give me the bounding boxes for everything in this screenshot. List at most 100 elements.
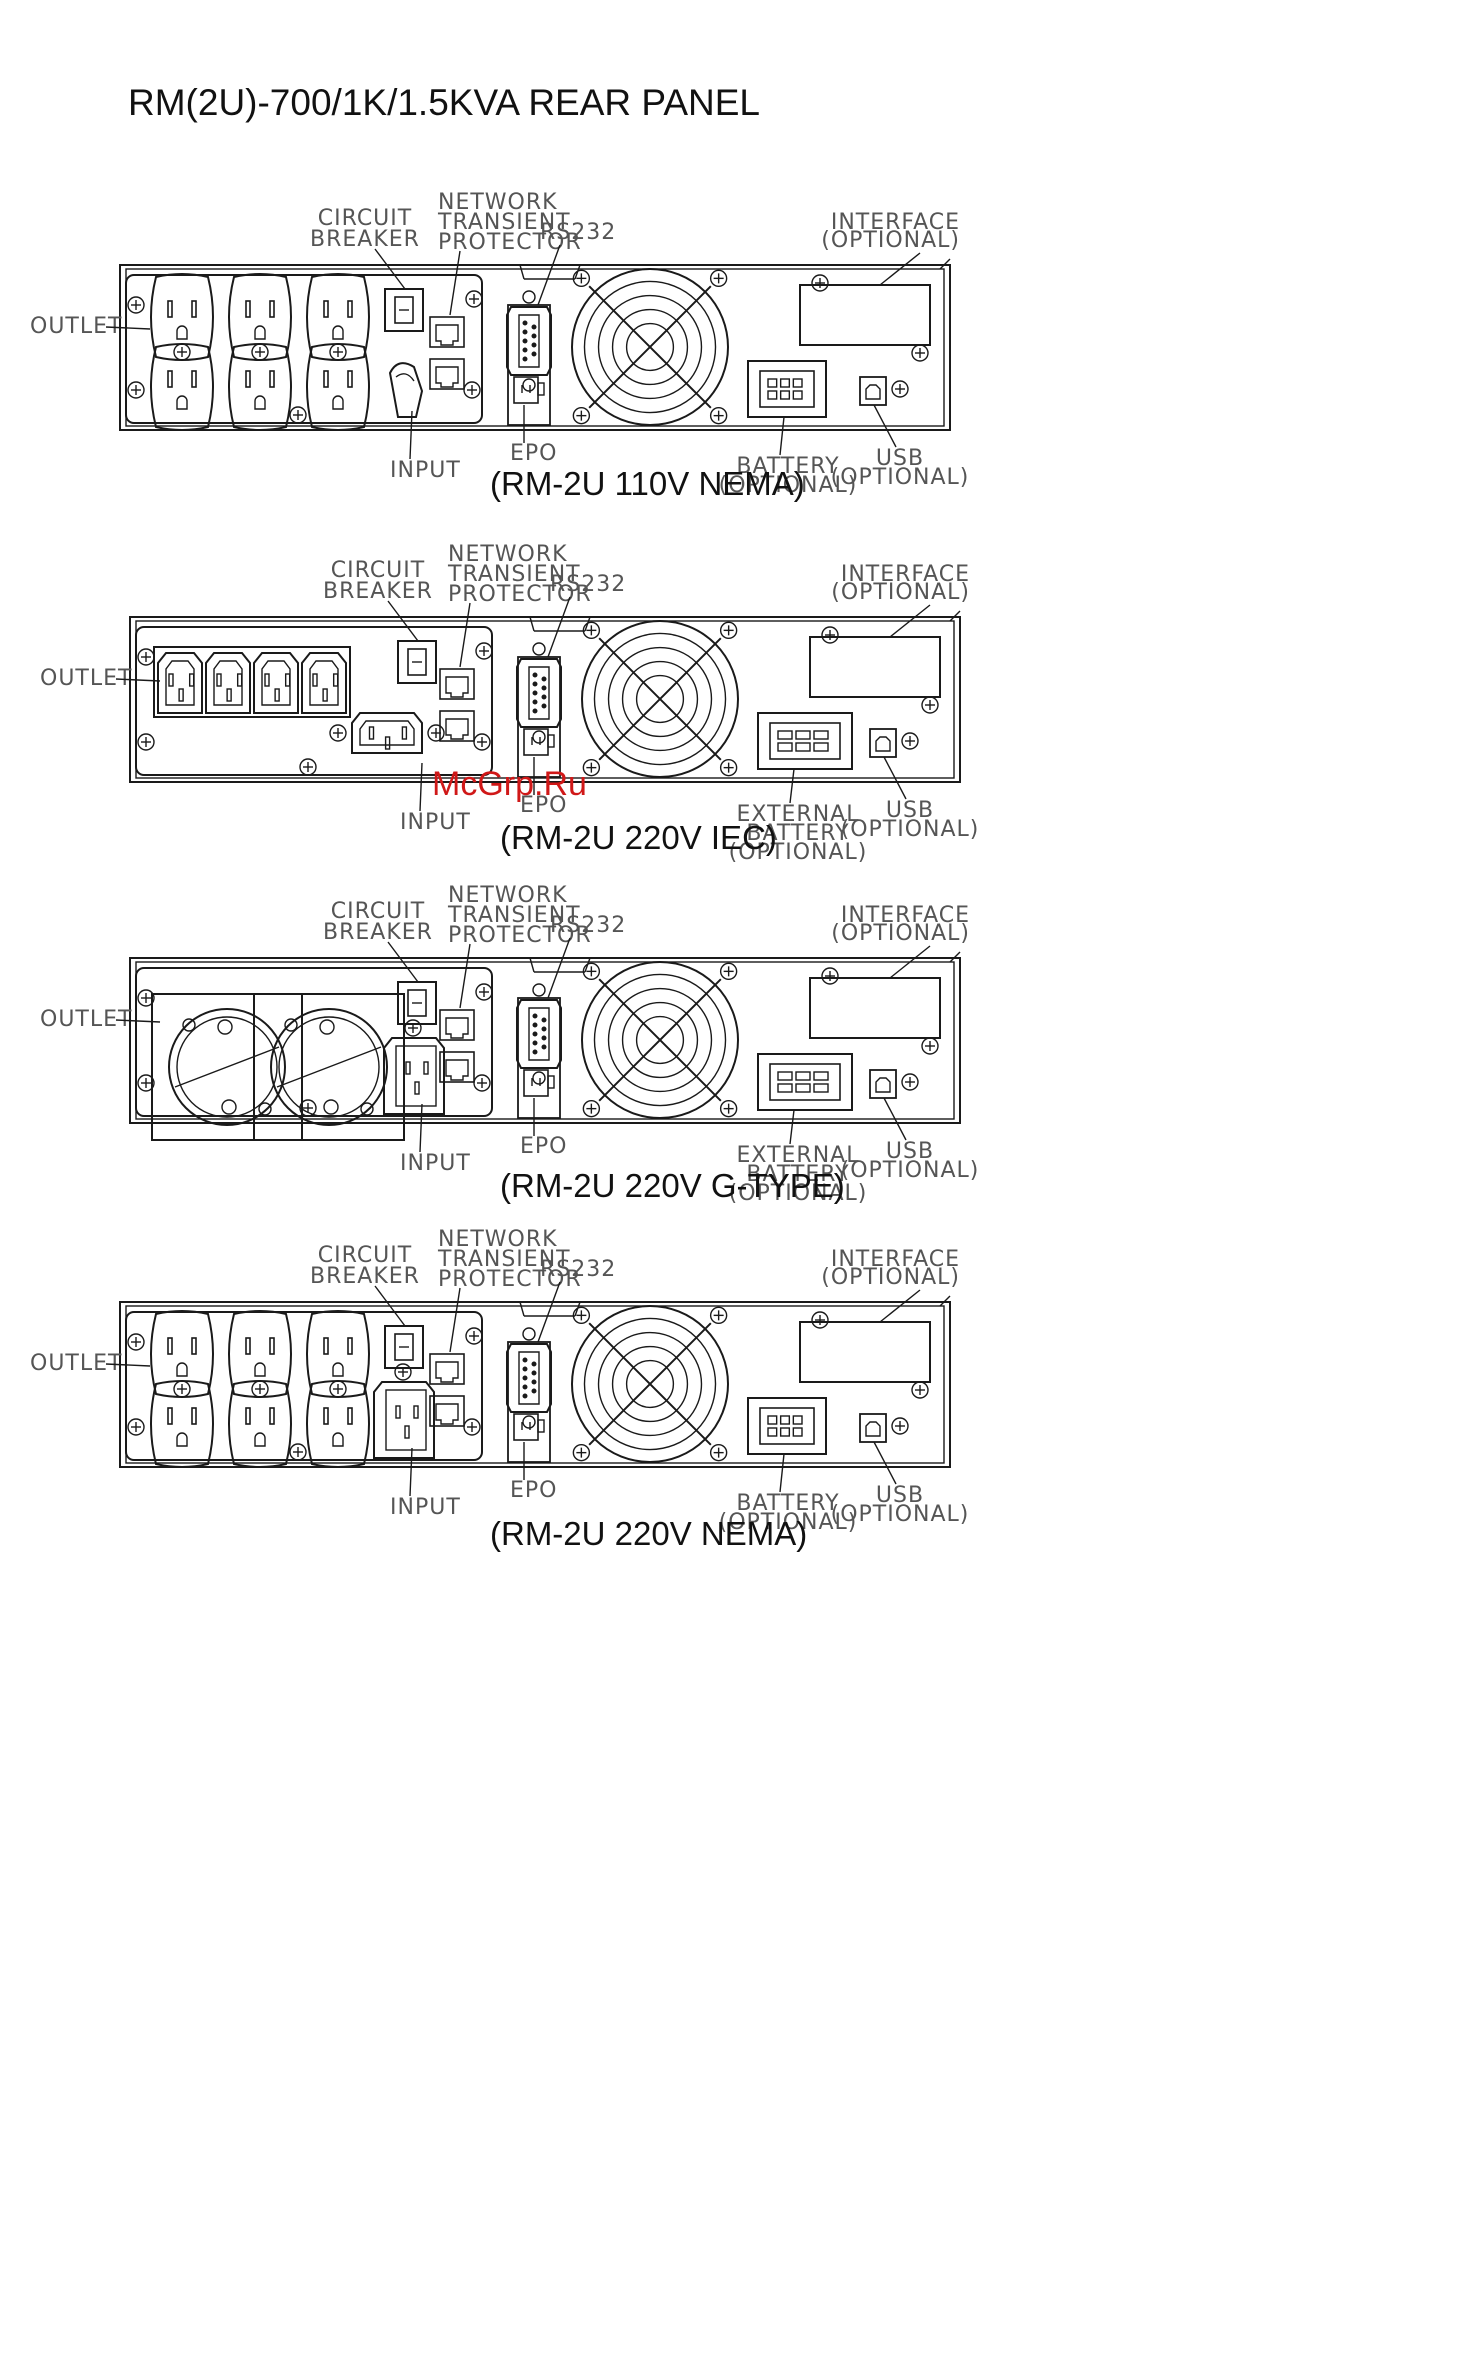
screw-icon <box>719 758 738 777</box>
screw-icon <box>572 1306 591 1325</box>
screw-icon <box>127 381 145 399</box>
input-iec-socket-icon <box>351 712 423 754</box>
nema-outlet-icon <box>228 343 292 431</box>
screw-icon <box>463 381 481 399</box>
network-protector-label: PROTECTOR <box>438 230 582 255</box>
screw-icon <box>572 269 591 288</box>
screw-icon <box>911 344 929 362</box>
circuit-breaker-icon <box>397 981 437 1025</box>
iec-socket-icon <box>205 652 251 714</box>
input-label: INPUT <box>390 1495 461 1520</box>
battery-label: BATTERY <box>746 1162 849 1187</box>
usb-port-icon <box>859 1413 887 1443</box>
screw-icon <box>475 983 493 1001</box>
nema-outlet-icon <box>306 1380 370 1468</box>
nema-outlet-icon <box>150 1380 214 1468</box>
panel-caption: (RM-2U 220V G-TYPE) <box>500 1167 845 1204</box>
circuit-breaker-icon <box>384 1325 424 1369</box>
rj45-port-icon <box>439 1051 475 1083</box>
screw-icon <box>127 1333 145 1351</box>
cooling-fan-icon <box>571 1305 729 1463</box>
schuko-outlet-icon <box>151 993 303 1141</box>
iec-socket-icon <box>301 652 347 714</box>
rs232-port-icon <box>516 983 562 1085</box>
interface-label: INTERFACE <box>831 210 960 235</box>
interface-label: (OPTIONAL) <box>821 1265 960 1290</box>
circuit-breaker-label: CIRCUIT <box>318 206 412 231</box>
circuit-breaker-label: BREAKER <box>323 920 433 945</box>
panel-caption: (RM-2U 220V NEMA) <box>490 1515 807 1552</box>
interface-label: INTERFACE <box>841 562 970 587</box>
screw-icon <box>465 1327 483 1345</box>
screw-icon <box>329 724 347 742</box>
screw-icon <box>921 1037 939 1055</box>
battery-label: (OPTIONAL) <box>719 473 858 498</box>
screw-icon <box>473 733 491 751</box>
rj45-port-icon <box>429 1395 465 1427</box>
screw-icon <box>299 758 317 776</box>
nema-outlet-icon <box>306 273 370 361</box>
screw-icon <box>709 1443 728 1462</box>
circuit-breaker-label: CIRCUIT <box>331 558 425 583</box>
rs232-port-icon <box>516 642 562 744</box>
rear-panel-3: OUTLETCIRCUITBREAKERNETWORKTRANSIENTPROT… <box>40 883 978 1206</box>
screw-icon <box>137 648 155 666</box>
epo-connector-icon <box>523 1069 555 1097</box>
input-cord-icon <box>388 362 424 418</box>
network-protector-label: TRANSIENT <box>447 903 581 928</box>
epo-connector-icon <box>513 376 545 404</box>
epo-label: EPO <box>510 1478 557 1503</box>
rj45-port-icon <box>439 1009 475 1041</box>
interface-label: (OPTIONAL) <box>821 228 960 253</box>
rear-panel-4: OUTLETCIRCUITBREAKERNETWORKTRANSIENTPROT… <box>30 1227 970 1552</box>
screw-icon <box>921 696 939 714</box>
battery-connector-icon <box>757 712 853 770</box>
rj45-port-icon <box>439 710 475 742</box>
screw-icon <box>251 343 269 361</box>
screw-icon <box>137 1074 155 1092</box>
input-iec-socket-icon <box>383 1019 445 1115</box>
circuit-breaker-label: BREAKER <box>323 579 433 604</box>
nema-outlet-icon <box>228 273 292 361</box>
screw-icon <box>289 1443 307 1461</box>
network-protector-label: NETWORK <box>448 542 568 567</box>
rs232-port-icon <box>506 1327 552 1429</box>
screw-icon <box>289 406 307 424</box>
outlet-subpanel <box>125 1310 483 1468</box>
screw-icon <box>582 621 601 640</box>
rj45-port-icon <box>429 316 465 348</box>
screw-icon <box>582 962 601 981</box>
screw-icon <box>709 406 728 425</box>
screw-icon <box>473 1074 491 1092</box>
panel-caption: (RM-2U 220V IEC) <box>500 819 777 856</box>
screw-icon <box>901 1073 919 1091</box>
battery-label: (OPTIONAL) <box>729 840 868 865</box>
screw-icon <box>329 343 347 361</box>
screw-icon <box>572 1443 591 1462</box>
battery-label: EXTERNAL <box>737 1143 860 1168</box>
communication-card <box>506 1327 552 1463</box>
battery-label: EXTERNAL <box>737 802 860 827</box>
epo-label: EPO <box>520 793 567 818</box>
watermark-text: McGrp.Ru <box>432 765 587 803</box>
nema-outlet-icon <box>306 1310 370 1398</box>
interface-label: INTERFACE <box>841 903 970 928</box>
usb-label: (OPTIONAL) <box>831 1502 970 1527</box>
interface-slot <box>809 626 941 714</box>
nema-outlet-icon <box>228 1380 292 1468</box>
chassis-outline <box>119 264 951 431</box>
cooling-fan-icon <box>581 961 739 1119</box>
page-title: RM(2U)-700/1K/1.5KVA REAR PANEL <box>128 82 760 123</box>
screw-icon <box>709 269 728 288</box>
screw-icon <box>901 732 919 750</box>
cooling-fan-icon <box>581 620 739 778</box>
screw-icon <box>719 962 738 981</box>
epo-label: EPO <box>510 441 557 466</box>
outlet-subpanel <box>135 967 493 1141</box>
interface-label: (OPTIONAL) <box>831 580 970 605</box>
screw-icon <box>475 642 493 660</box>
screw-icon <box>404 1019 422 1037</box>
circuit-breaker-label: CIRCUIT <box>331 899 425 924</box>
outlet-subpanel <box>125 273 483 431</box>
